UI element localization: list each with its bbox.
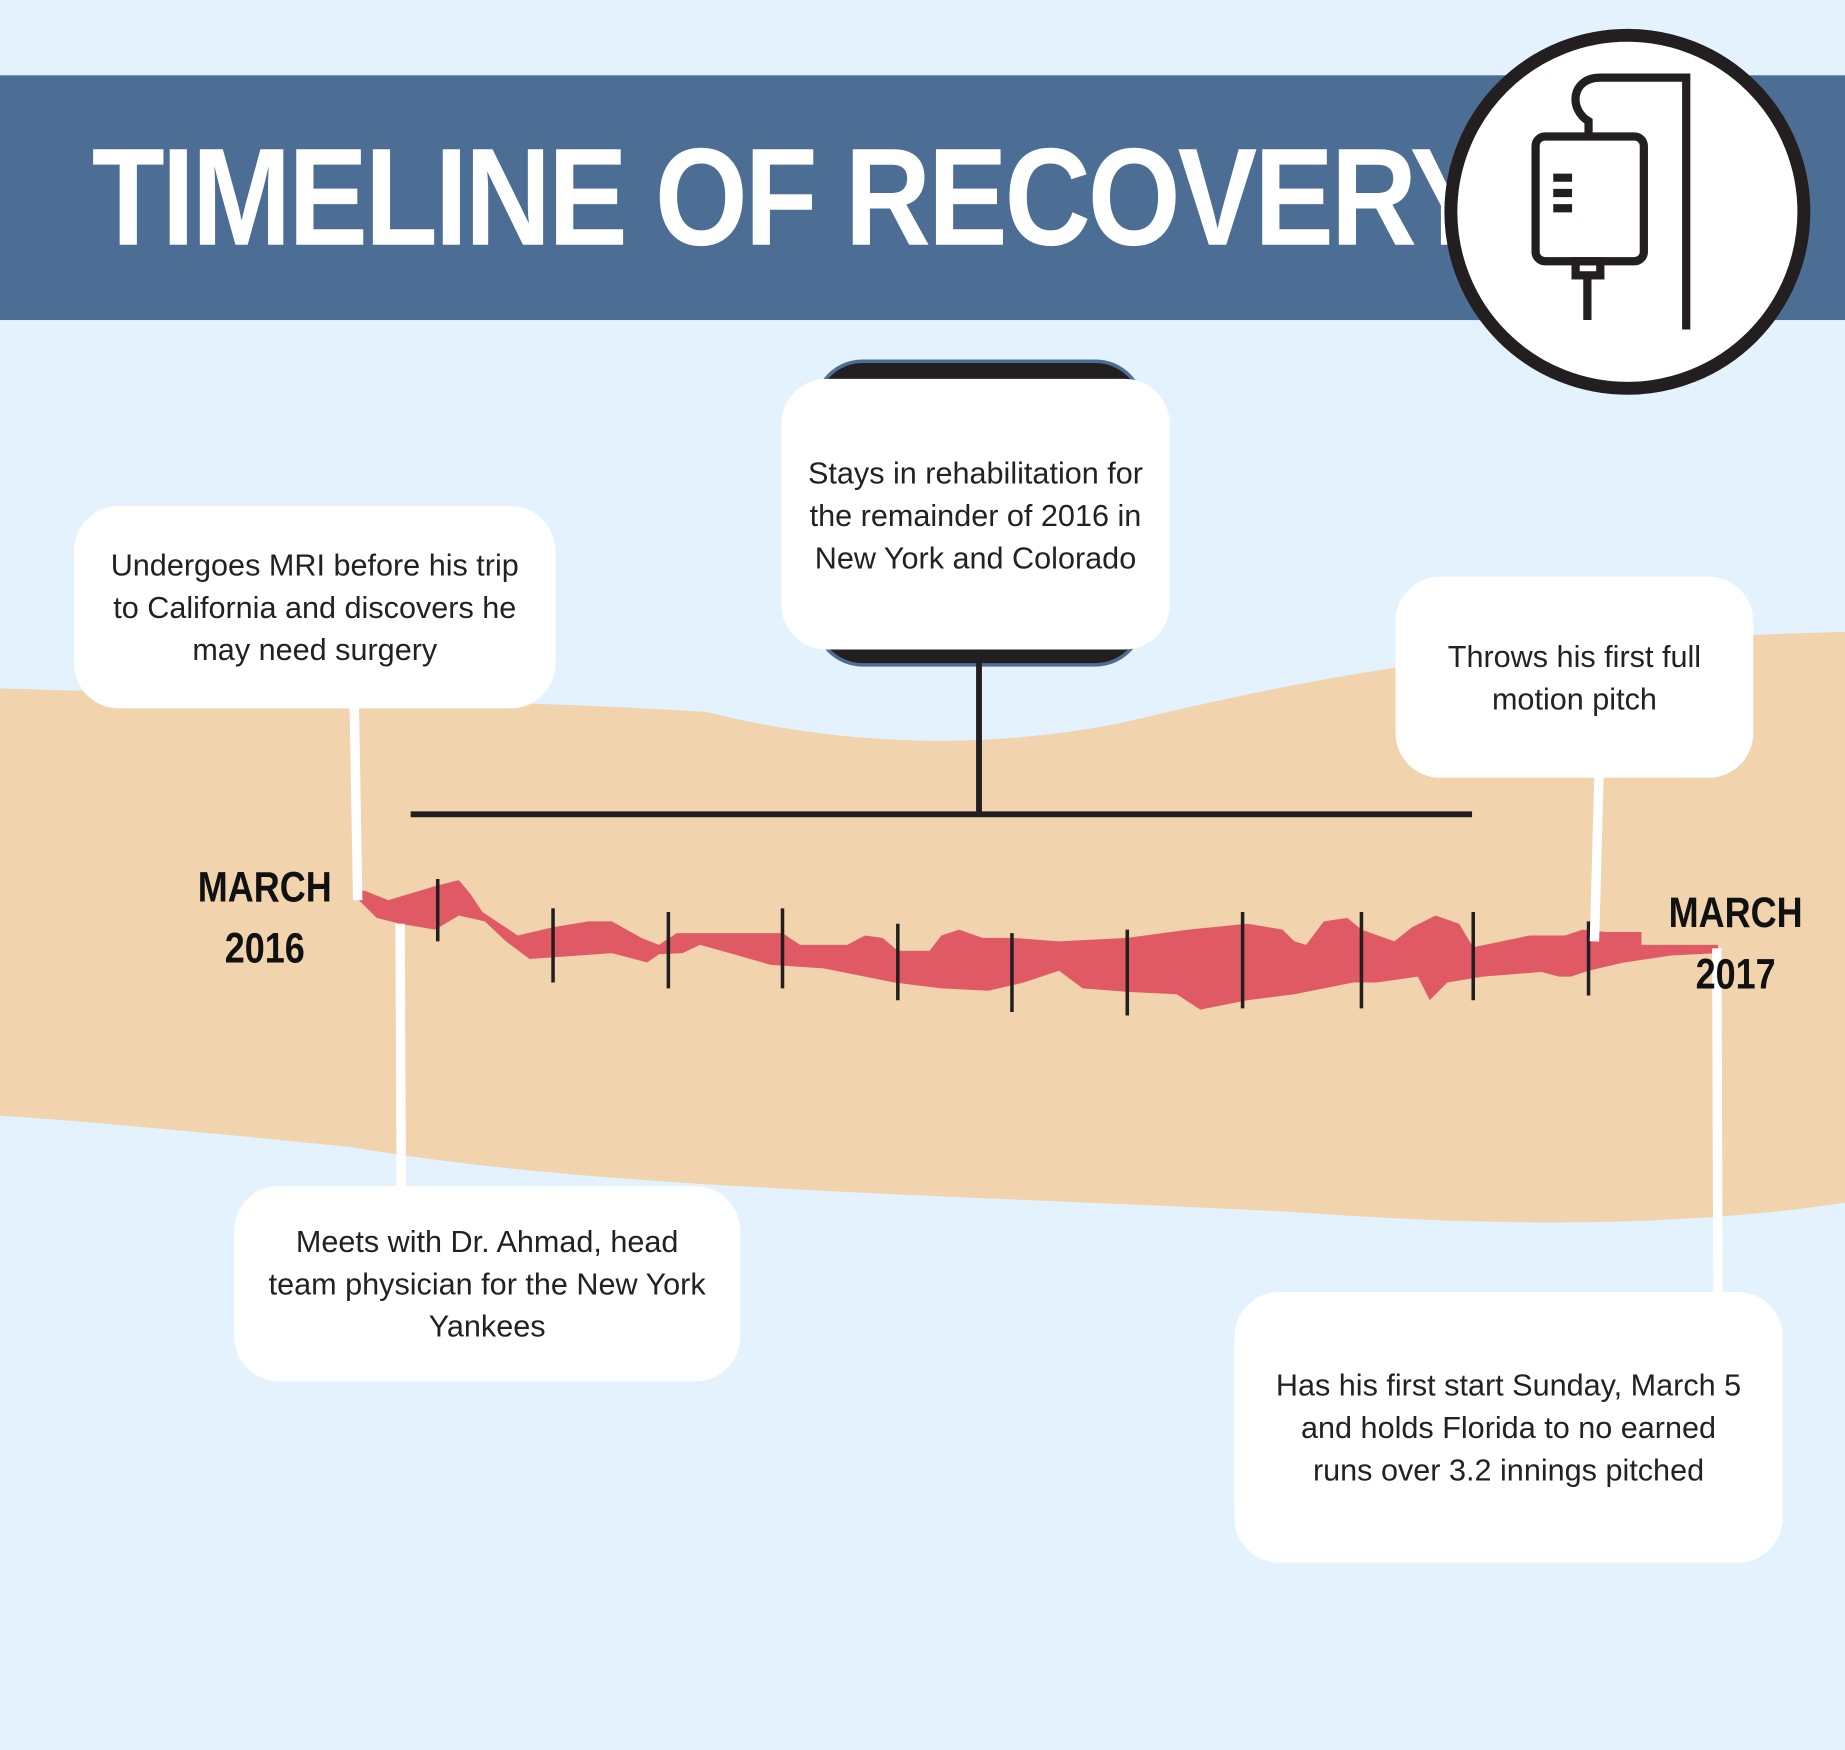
recovery-band	[353, 880, 1718, 1010]
start-date: MARCH 2016	[190, 857, 340, 979]
land-shape	[0, 631, 1845, 1223]
start-month: MARCH	[197, 862, 332, 911]
event-card-first-pitch: Throws his first full motion pitch	[1395, 576, 1754, 778]
event-text: Undergoes MRI before his trip to Califor…	[110, 547, 519, 668]
iv-bag-icon	[1444, 28, 1811, 395]
event-card-dr-ahmad: Meets with Dr. Ahmad, head team physicia…	[234, 1186, 741, 1382]
month-ticks	[435, 878, 1591, 1016]
event-text: Throws his first full motion pitch	[1447, 638, 1702, 717]
event-card-first-start: Has his first start Sunday, March 5 and …	[1234, 1292, 1783, 1563]
event-card-mri: Undergoes MRI before his trip to Califor…	[74, 505, 556, 709]
connector	[349, 700, 363, 901]
event-card-rehabilitation: Stays in rehabilitation for the remainde…	[781, 378, 1170, 650]
page-title: TIMELINE OF RECOVERY	[91, 120, 1489, 276]
end-year: 2017	[1695, 949, 1776, 998]
event-text: Stays in rehabilitation for the remainde…	[807, 455, 1143, 576]
connector	[395, 923, 406, 1189]
end-month: MARCH	[1668, 888, 1803, 937]
start-year: 2016	[224, 923, 305, 972]
event-text: Meets with Dr. Ahmad, head team physicia…	[268, 1223, 706, 1344]
end-date: MARCH 2017	[1661, 883, 1811, 1005]
connectors	[349, 700, 1723, 1295]
connector	[1589, 770, 1604, 942]
event-text: Has his first start Sunday, March 5 and …	[1275, 1367, 1742, 1488]
connector	[1712, 948, 1723, 1295]
